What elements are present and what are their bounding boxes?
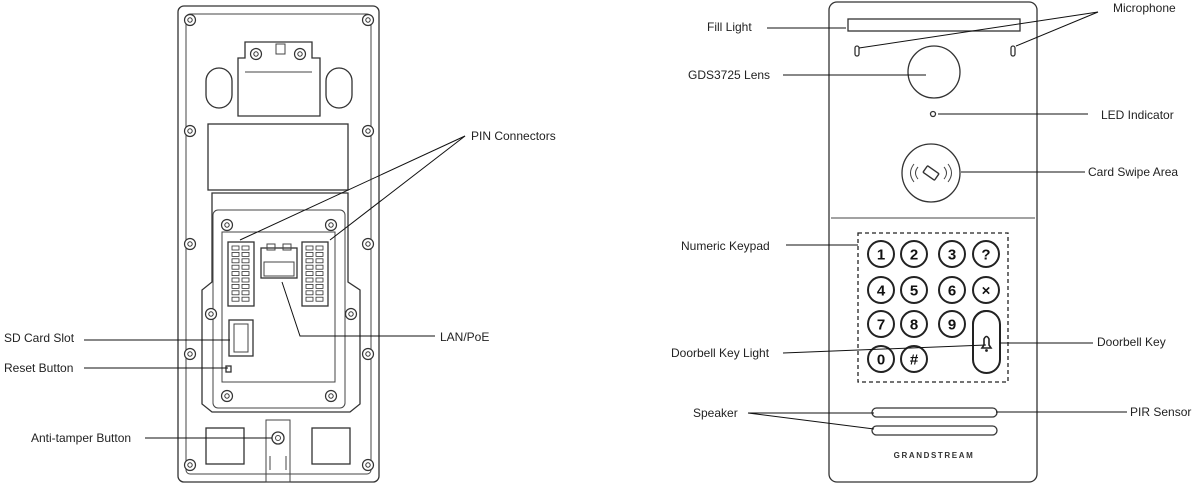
screw-icon <box>361 124 375 138</box>
label-pir-sensor: PIR Sensor <box>1130 405 1191 419</box>
keypad-outline <box>857 232 1009 383</box>
leader-line <box>747 412 875 430</box>
label-reset-button: Reset Button <box>4 361 73 375</box>
keypad-key-label: 2 <box>910 247 918 264</box>
keypad-key[interactable]: 3 <box>938 240 966 268</box>
keypad-key[interactable]: 2 <box>900 240 928 268</box>
keypad-key[interactable]: × <box>972 276 1000 304</box>
label-microphone: Microphone <box>1113 1 1176 15</box>
sd-card-slot <box>228 319 254 357</box>
leader-line <box>858 11 1099 49</box>
microphone-right <box>1010 45 1016 57</box>
lan-port <box>260 243 298 279</box>
leader-line <box>329 135 466 241</box>
keypad-key[interactable]: ? <box>972 240 1000 268</box>
main-board <box>221 231 336 383</box>
label-fill-light: Fill Light <box>707 20 752 34</box>
pin-connector-right <box>301 241 329 307</box>
fill-light <box>847 18 1021 32</box>
keypad-key[interactable]: 7 <box>867 310 895 338</box>
leader-line <box>281 281 435 337</box>
reset-button <box>225 365 232 373</box>
card-swipe-area <box>901 143 961 203</box>
camera-lens <box>907 45 961 99</box>
keypad-key[interactable]: 5 <box>900 276 928 304</box>
screw-icon <box>183 237 197 251</box>
keypad-key-label: 3 <box>948 247 956 264</box>
keypad-key-label: 9 <box>948 317 956 334</box>
screw-icon <box>204 307 218 321</box>
screw-icon <box>183 124 197 138</box>
keypad-key[interactable]: 9 <box>938 310 966 338</box>
pin-connector-left <box>227 241 255 307</box>
label-numeric-keypad: Numeric Keypad <box>681 239 770 253</box>
keypad-key-label: 1 <box>877 247 885 264</box>
keypad-key-label: # <box>910 352 919 369</box>
microphone-left <box>854 45 860 57</box>
label-lan-poe: LAN/PoE <box>440 330 489 344</box>
contactless-card-icon <box>910 163 952 183</box>
screw-icon <box>324 218 338 232</box>
speaker-grille-upper <box>871 407 998 418</box>
keypad-key[interactable]: 4 <box>867 276 895 304</box>
leader-line <box>1015 11 1099 47</box>
doorbell-key-outline[interactable] <box>972 310 1001 374</box>
top-mount-bracket <box>237 41 321 117</box>
screw-icon <box>220 218 234 232</box>
label-card-swipe-area: Card Swipe Area <box>1088 165 1178 179</box>
anti-tamper-button <box>265 419 291 483</box>
label-led-indicator: LED Indicator <box>1101 108 1174 122</box>
leader-line <box>782 344 987 354</box>
keypad-key[interactable]: 6 <box>938 276 966 304</box>
screw-icon <box>361 458 375 472</box>
speaker-grille-lower <box>871 425 998 436</box>
mount-slot-left <box>205 67 233 109</box>
keypad-key[interactable]: 0 <box>867 345 895 373</box>
label-lens: GDS3725 Lens <box>688 68 770 82</box>
keypad-key-label: × <box>982 283 991 300</box>
label-sd-card-slot: SD Card Slot <box>4 331 75 345</box>
screw-icon <box>183 458 197 472</box>
label-speaker: Speaker <box>693 406 738 420</box>
label-pin-connectors: PIN Connectors <box>471 129 556 143</box>
brand-logo: GRANDSTREAM <box>894 451 975 460</box>
screw-icon <box>324 389 338 403</box>
led-indicator <box>929 110 937 118</box>
label-anti-tamper-button: Anti-tamper Button <box>31 431 131 445</box>
keypad-key-label: 8 <box>910 317 918 334</box>
keypad-key[interactable]: 1 <box>867 240 895 268</box>
leader-line <box>239 135 466 241</box>
back-view: PIN Connectors SD Card Slot Reset Button… <box>4 5 556 483</box>
screw-icon <box>361 13 375 27</box>
numeric-keypad: 123?456×789*0# <box>867 240 1000 373</box>
mount-slot-right <box>325 67 353 109</box>
screw-icon <box>183 347 197 361</box>
label-doorbell-key-light: Doorbell Key Light <box>671 346 770 360</box>
front-view: 123?456×789*0# GRANDSTREAM Fill Light Mi… <box>671 1 1191 483</box>
keypad-key-label: ? <box>981 247 990 264</box>
screw-icon <box>361 237 375 251</box>
keypad-key-label: 5 <box>910 283 918 300</box>
bottom-block-left <box>205 427 245 465</box>
keypad-key-label: 7 <box>877 317 885 334</box>
bell-icon <box>980 335 993 352</box>
bottom-block-right <box>311 427 351 465</box>
screw-icon <box>344 307 358 321</box>
keypad-key-label: 0 <box>877 352 885 369</box>
keypad-key[interactable]: # <box>900 345 928 373</box>
screw-icon <box>183 13 197 27</box>
label-plate <box>207 123 349 191</box>
screw-icon <box>361 347 375 361</box>
keypad-key-label: 4 <box>877 283 886 300</box>
label-doorbell-key: Doorbell Key <box>1097 335 1166 349</box>
keypad-key[interactable]: 8 <box>900 310 928 338</box>
keypad-key-label: 6 <box>948 283 956 300</box>
screw-icon <box>220 389 234 403</box>
doorbell-key[interactable] <box>972 310 1001 374</box>
